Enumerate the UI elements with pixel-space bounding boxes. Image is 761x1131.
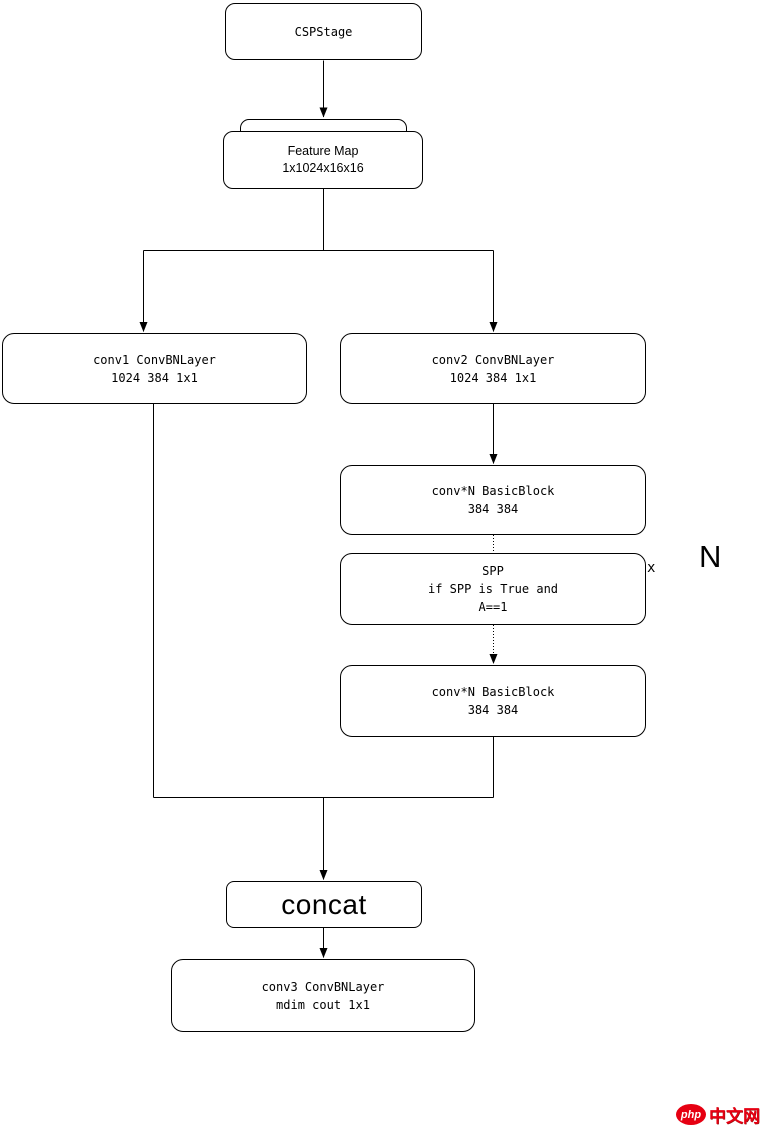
node-conv3-line2: mdim cout 1x1 (276, 997, 370, 1012)
node-conv1: conv1 ConvBNLayer 1024 384 1x1 (2, 333, 307, 404)
node-concat-label: concat (281, 888, 367, 920)
node-conv1-line2: 1024 384 1x1 (111, 370, 198, 385)
repeat-n-label: N (699, 539, 722, 574)
node-spp-line1: SPP (482, 564, 504, 578)
node-basicblock-bottom-line1: conv*N BasicBlock (431, 685, 555, 699)
node-feature-map: Feature Map 1x1024x16x16 (223, 131, 423, 189)
node-conv3: conv3 ConvBNLayer mdim cout 1x1 (171, 959, 475, 1032)
node-spp-line3: A==1 (478, 600, 508, 614)
node-basicblock-bottom: conv*N BasicBlock 384 384 (340, 665, 646, 737)
node-spp: SPP if SPP is True and A==1 (340, 553, 646, 625)
node-conv2: conv2 ConvBNLayer 1024 384 1x1 (340, 333, 646, 404)
node-cspstage-label: CSPStage (294, 24, 353, 39)
php-logo-sitename: 中文网 (709, 1107, 760, 1126)
node-basicblock-top-line2: 384 384 (467, 502, 519, 516)
feature-map-title: Feature Map (287, 144, 359, 158)
node-spp-line2: if SPP is True and (427, 582, 559, 596)
node-basicblock-top-line1: conv*N BasicBlock (431, 484, 555, 498)
php-logo-badge: php (676, 1104, 706, 1125)
repeat-x-label: x (647, 560, 656, 576)
node-conv2-line1: conv2 ConvBNLayer (431, 352, 555, 367)
node-basicblock-bottom-line2: 384 384 (467, 703, 519, 717)
watermark-logo: php 中文网 (676, 1102, 760, 1127)
node-conv3-line1: conv3 ConvBNLayer (261, 979, 385, 994)
node-cspstage: CSPStage (225, 3, 422, 60)
feature-map-shape: 1x1024x16x16 (282, 161, 364, 175)
node-basicblock-top: conv*N BasicBlock 384 384 (340, 465, 646, 535)
node-conv1-line1: conv1 ConvBNLayer (93, 352, 216, 367)
node-concat: concat (226, 881, 422, 928)
node-conv2-line2: 1024 384 1x1 (449, 370, 537, 385)
